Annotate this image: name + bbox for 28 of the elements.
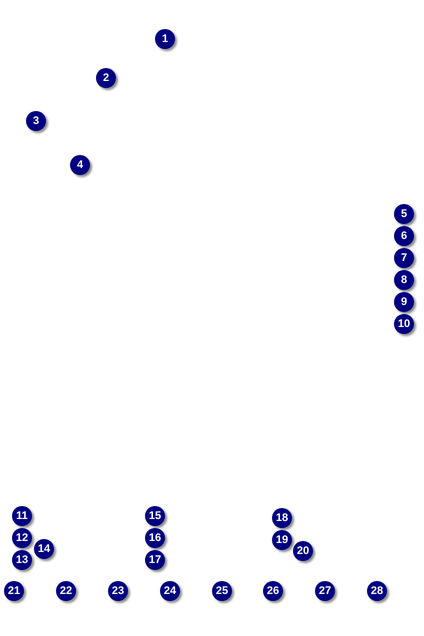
callout-number: 28 xyxy=(367,581,387,601)
callout-number: 4 xyxy=(70,155,90,175)
callout-number: 18 xyxy=(272,508,292,528)
callout-number: 5 xyxy=(394,204,414,224)
callout-number: 14 xyxy=(34,539,54,559)
callout-number: 1 xyxy=(155,29,175,49)
callout-number: 22 xyxy=(56,581,76,601)
callout-number: 15 xyxy=(145,506,165,526)
callout-number: 25 xyxy=(212,581,232,601)
callout-number: 13 xyxy=(12,550,32,570)
callout-number: 21 xyxy=(4,581,24,601)
callout-number: 17 xyxy=(145,550,165,570)
callout-number: 8 xyxy=(394,270,414,290)
callout-number: 27 xyxy=(315,581,335,601)
callout-number: 10 xyxy=(394,314,414,334)
callout-number: 16 xyxy=(145,528,165,548)
callout-number: 3 xyxy=(26,111,46,131)
callout-number: 7 xyxy=(394,248,414,268)
callout-number: 24 xyxy=(160,581,180,601)
callout-number: 19 xyxy=(272,530,292,550)
callout-number: 6 xyxy=(394,226,414,246)
callout-number: 20 xyxy=(293,541,313,561)
callout-number: 23 xyxy=(108,581,128,601)
callout-number: 9 xyxy=(394,292,414,312)
callout-number: 2 xyxy=(96,68,116,88)
callout-number: 11 xyxy=(12,506,32,526)
callout-number: 26 xyxy=(263,581,283,601)
callout-number: 12 xyxy=(12,528,32,548)
